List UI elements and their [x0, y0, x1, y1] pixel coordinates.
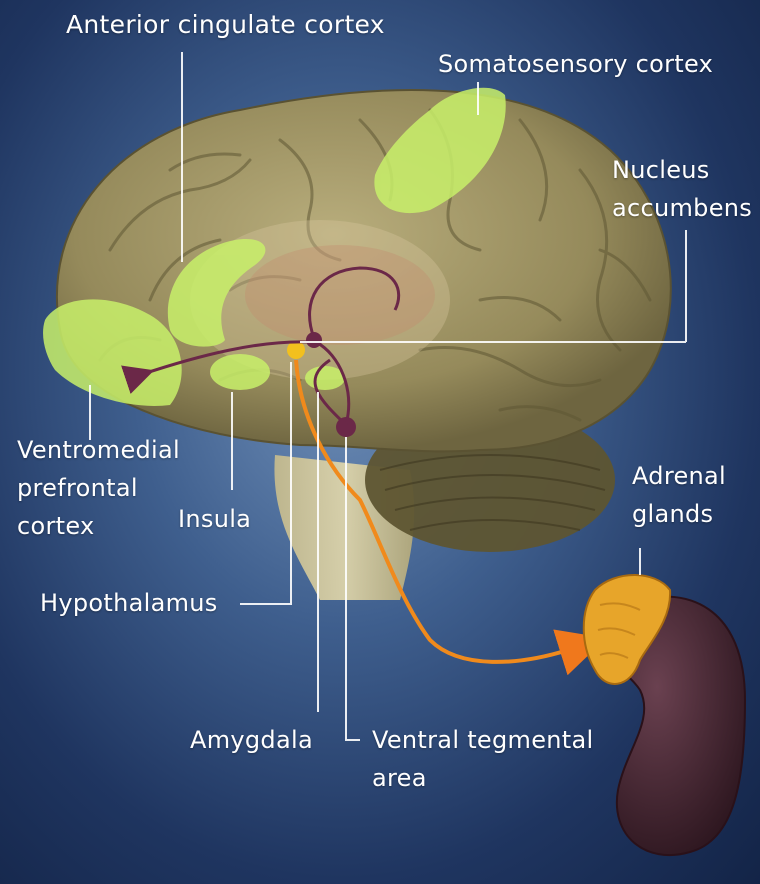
label-accumbens: accumbens: [612, 194, 752, 223]
label-prefrontal: prefrontal: [17, 474, 138, 503]
region-insula: [210, 354, 270, 390]
label-amygdala: Amygdala: [190, 726, 313, 755]
label-insula: Insula: [178, 505, 251, 534]
label-cortex: cortex: [17, 512, 95, 541]
label-hypothalamus: Hypothalamus: [40, 589, 218, 618]
region-amygdala: [305, 366, 345, 390]
label-glands: glands: [632, 500, 713, 529]
hypothalamus-marker: [287, 341, 305, 359]
label-nucleus: Nucleus: [612, 156, 710, 185]
label-anterior-cingulate-cortex: Anterior cingulate cortex: [66, 10, 385, 40]
label-adrenal: Adrenal: [632, 462, 726, 491]
label-area: area: [372, 764, 427, 793]
label-ventromedial: Ventromedial: [17, 436, 180, 465]
label-ventral-tegmental: Ventral tegmental: [372, 726, 593, 755]
label-somatosensory-cortex: Somatosensory cortex: [438, 50, 713, 79]
